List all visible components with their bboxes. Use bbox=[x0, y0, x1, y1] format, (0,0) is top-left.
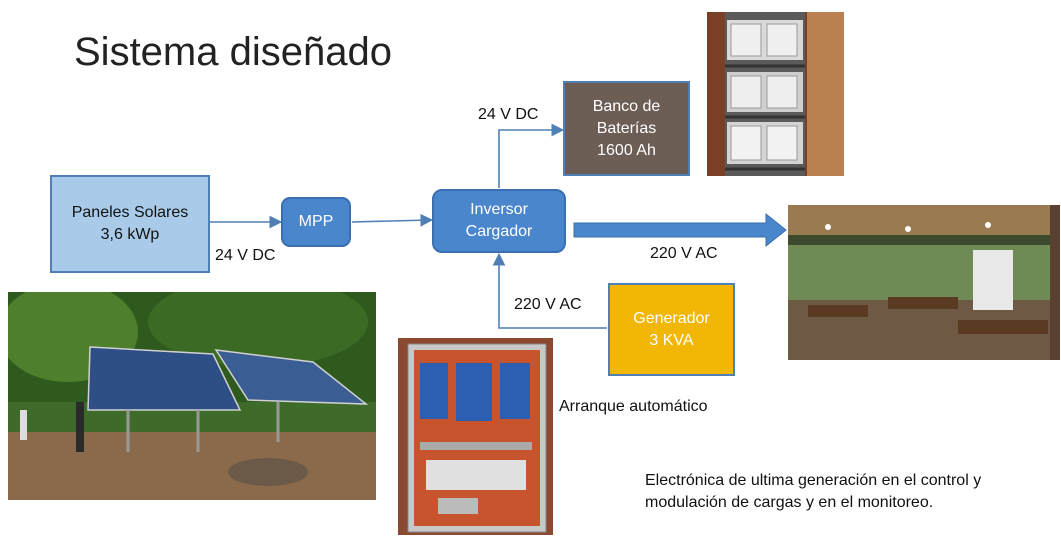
solar-array-photo bbox=[8, 292, 376, 500]
generator-to-inverter-arrow bbox=[492, 252, 607, 329]
generator-ac-label: 220 V AC bbox=[514, 296, 582, 313]
inverter-to-battery-arrow bbox=[498, 123, 565, 188]
inverter-charger-node: Inversor Cargador bbox=[432, 189, 566, 253]
battery-bank-node: Banco de Baterías 1600 Ah bbox=[563, 81, 690, 176]
mpp-node: MPP bbox=[281, 197, 351, 247]
panels-dc-label: 24 V DC bbox=[215, 247, 276, 264]
ac-output-arrow bbox=[573, 212, 787, 248]
output-ac-label: 220 V AC bbox=[650, 245, 718, 262]
mpp-to-inverter-arrow bbox=[351, 213, 434, 227]
inverter-cabinet-photo bbox=[398, 338, 553, 535]
battery-bank-photo bbox=[707, 12, 844, 176]
generator-node: Generador 3 KVA bbox=[608, 283, 735, 376]
battery-dc-label: 24 V DC bbox=[478, 106, 539, 123]
classroom-photo bbox=[788, 205, 1060, 360]
solar-panels-node: Paneles Solares 3,6 kWp bbox=[50, 175, 210, 273]
auto-start-label: Arranque automático bbox=[559, 398, 708, 415]
page-title: Sistema diseñado bbox=[74, 30, 392, 74]
electronics-note: Electrónica de ultima generación en el c… bbox=[645, 472, 982, 511]
